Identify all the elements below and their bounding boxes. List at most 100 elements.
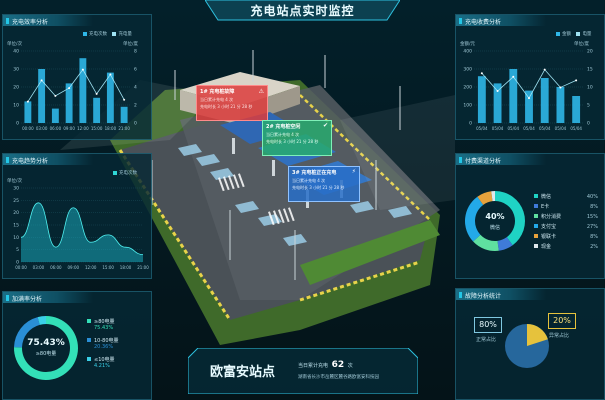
- legend-item: 积分消费 15%: [534, 212, 600, 222]
- area-fill: [21, 202, 143, 262]
- utilization-donut: [13, 316, 78, 380]
- axis-unit-right: 单位/度: [123, 42, 139, 47]
- y-tick-label-right: 20: [587, 49, 593, 55]
- line-point: [512, 75, 515, 78]
- charger-title: 2# 充电桩空闲: [266, 124, 301, 130]
- utilization-percent: 75.43%: [27, 338, 65, 348]
- charger-line: 充电时长 3 小时 21 分 28 秒: [266, 139, 319, 144]
- header: 充电站点实时监控: [205, 0, 400, 22]
- y-tick-label: 400: [463, 49, 472, 55]
- y-tick-label: 15: [13, 223, 19, 229]
- bar: [509, 69, 518, 123]
- legend-value: 15%: [586, 214, 598, 220]
- legend-label: 积分消费: [541, 214, 562, 220]
- x-tick-label: 21:00: [137, 265, 149, 270]
- page-title: 充电站点实时监控: [250, 4, 355, 18]
- y-tick-label: 40: [13, 49, 19, 55]
- legend-item: 现金 2%: [534, 242, 600, 252]
- charger-line: 当日累计充电 4 次: [200, 97, 234, 102]
- charger-card-1[interactable]: 1# 充电桩故障 当日累计充电 4 次 充电时长 3 小时 21 分 28 秒 …: [196, 85, 268, 121]
- x-tick-label: 00:00: [15, 265, 27, 270]
- legend-label: 银联卡: [541, 234, 557, 240]
- x-tick-label: 12:00: [85, 265, 97, 270]
- legend-swatch: [534, 214, 538, 218]
- line-point: [496, 90, 499, 92]
- fault-abnormal-label: 异常占比: [549, 333, 570, 339]
- pie-slice: [527, 324, 548, 346]
- legend-swatch: [534, 234, 538, 238]
- y-tick-label: 30: [13, 186, 19, 192]
- x-tick-label: 05/04: [492, 126, 504, 131]
- legend-swatch: [87, 357, 91, 361]
- y-tick-label: 0: [16, 260, 19, 266]
- bar: [493, 83, 502, 123]
- header-frame: [205, 0, 400, 21]
- line-point: [123, 98, 126, 101]
- axis-unit-right: 单位/度: [574, 42, 590, 47]
- x-tick-label: 21:00: [118, 126, 130, 131]
- legend-label: 现金: [541, 244, 552, 250]
- x-tick-label: 15:00: [102, 265, 114, 270]
- y-tick-label: 0: [469, 121, 472, 127]
- line-point: [81, 68, 84, 71]
- line-point: [40, 79, 43, 82]
- y-tick-label-right: 8: [134, 49, 137, 55]
- legend-value: 27%: [586, 224, 598, 230]
- x-tick-label: 05/04: [555, 126, 567, 131]
- legend-value: 20.36%: [94, 344, 114, 350]
- station-info-frame: [188, 348, 418, 394]
- line-point: [54, 94, 57, 97]
- y-tick-label-right: 6: [134, 67, 137, 73]
- pie-slice: [473, 234, 499, 251]
- legend-swatch: [534, 224, 538, 228]
- station-name: 欧富安站点: [210, 365, 276, 380]
- station-count: 当日累计充电 62 次: [298, 360, 353, 370]
- bar: [38, 69, 46, 123]
- charger-card-2[interactable]: 2# 充电桩空闲 当日累计充电 4 次 充电时长 3 小时 21 分 28 秒 …: [262, 120, 332, 156]
- line-point: [109, 73, 112, 76]
- y-tick-label-right: 15: [587, 67, 593, 73]
- bar: [93, 97, 101, 123]
- x-tick-label: 05/04: [476, 126, 488, 131]
- legend-swatch: [534, 194, 538, 198]
- legend-value: 2%: [590, 244, 598, 250]
- legend-label: ≥80电量: [94, 319, 115, 325]
- bar: [24, 101, 32, 123]
- line-point: [543, 68, 546, 71]
- bar: [477, 76, 486, 123]
- pie-slice: [497, 237, 513, 251]
- fault-normal-value: 80%: [474, 317, 502, 333]
- y-tick-label: 10: [13, 235, 19, 241]
- station-address: 湖南省长沙市岳麓区麓谷路欧富安科技园: [298, 375, 379, 380]
- bar: [79, 58, 87, 124]
- legend-label: 微信: [541, 194, 552, 200]
- y-tick-label-right: 5: [587, 103, 590, 109]
- y-tick-label: 20: [13, 85, 19, 91]
- pie-slice: [14, 317, 40, 348]
- y-tick-label: 10: [13, 103, 19, 109]
- x-tick-label: 05/04: [539, 126, 551, 131]
- line-point: [95, 92, 98, 95]
- charger-card-3[interactable]: 3# 充电桩正在充电 当日累计充电 4 次 充电时长 3 小时 21 分 28 …: [288, 166, 360, 202]
- bar: [572, 96, 581, 123]
- legend: 充电次数 充电量: [83, 31, 132, 37]
- x-tick-label: 09:00: [63, 126, 75, 131]
- y-tick-label-right: 10: [587, 85, 593, 91]
- payment-center-label: 微信: [489, 225, 500, 231]
- legend-label: ≤10电量: [94, 357, 115, 363]
- panel-title: 付费渠道分析: [459, 156, 501, 165]
- legend-label: 10-80电量: [94, 338, 119, 344]
- pie-slice: [491, 191, 495, 202]
- fault-normal-label: 正常占比: [476, 337, 497, 343]
- x-tick-label: 09:00: [68, 265, 80, 270]
- legend-value: 40%: [586, 194, 598, 200]
